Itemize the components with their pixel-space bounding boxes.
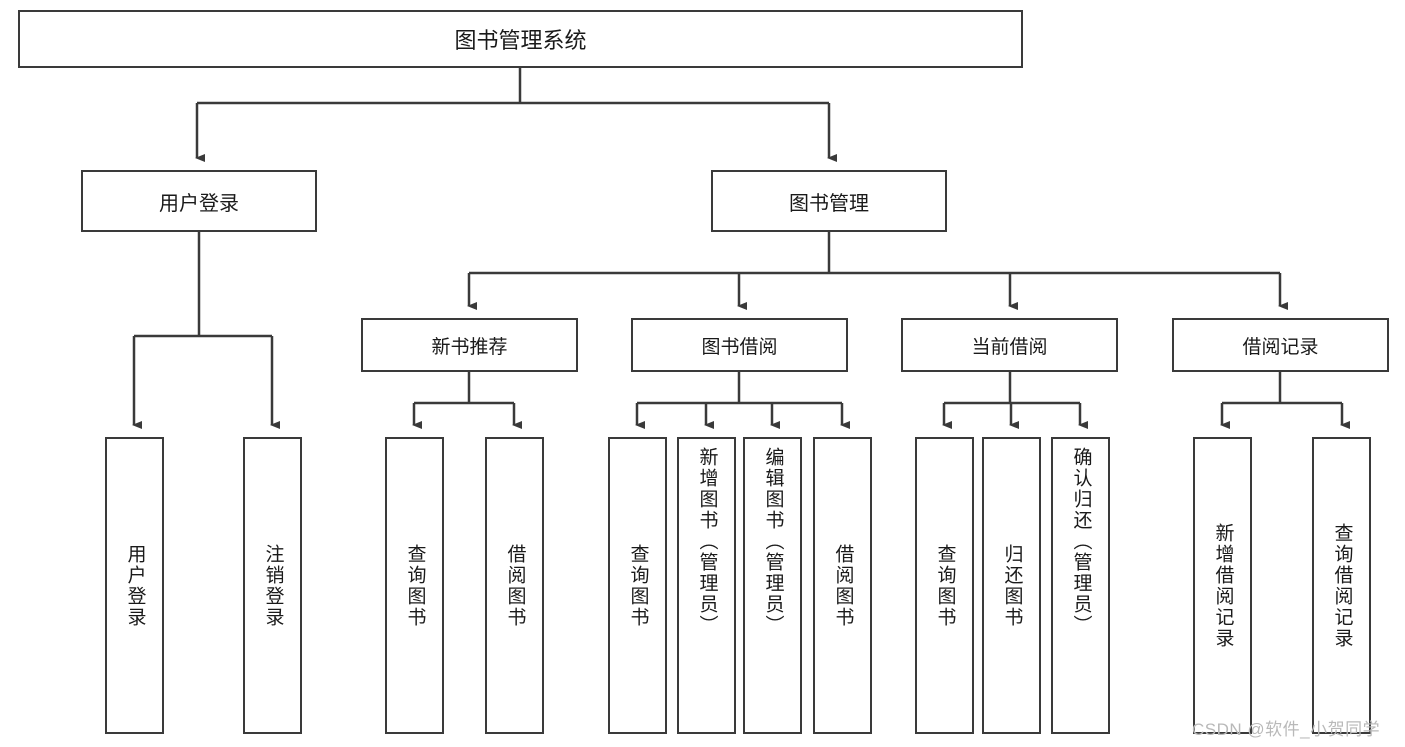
node-label: 注销登录: [262, 543, 284, 628]
node-label: 当前借阅: [971, 336, 1048, 358]
node-label: 图书管理系统: [454, 28, 587, 53]
leaf-borrow-borrow-book[interactable]: 借阅图书: [813, 437, 872, 734]
leaf-user-login-signout[interactable]: 注销登录: [243, 437, 302, 734]
node-label: 查询图书: [404, 543, 426, 628]
leaf-borrow-edit-book[interactable]: 编辑图书（管理员）: [743, 437, 802, 734]
leaf-user-login-signin[interactable]: 用户登录: [105, 437, 164, 734]
node-label: 新增图书（管理员）: [696, 447, 718, 636]
node-label: 归还图书: [1001, 543, 1023, 628]
csdn-watermark: CSDN @软件_小贺同学: [1192, 720, 1381, 739]
leaf-record-add-record[interactable]: 新增借阅记录: [1193, 437, 1252, 734]
leaf-current-query-book[interactable]: 查询图书: [915, 437, 974, 734]
node-label: 查询借阅记录: [1331, 522, 1353, 649]
node-label: 查询图书: [934, 543, 956, 628]
leaf-borrow-query-book[interactable]: 查询图书: [608, 437, 667, 734]
leaf-recommend-query-book[interactable]: 查询图书: [385, 437, 444, 734]
leaf-current-confirm-return[interactable]: 确认归还（管理员）: [1051, 437, 1110, 734]
node-label: 图书管理: [789, 192, 869, 215]
node-label: 借阅图书: [504, 543, 526, 628]
node-label: 借阅记录: [1242, 336, 1319, 358]
node-label: 图书借阅: [701, 336, 778, 358]
node-label: 用户登录: [159, 192, 239, 215]
node-label: 借阅图书: [832, 543, 854, 628]
node-new-book-recommend[interactable]: 新书推荐: [361, 318, 578, 372]
node-book-management[interactable]: 图书管理: [711, 170, 947, 232]
node-label: 新增借阅记录: [1212, 522, 1234, 649]
leaf-borrow-add-book[interactable]: 新增图书（管理员）: [677, 437, 736, 734]
leaf-record-query-record[interactable]: 查询借阅记录: [1312, 437, 1371, 734]
node-label: 确认归还（管理员）: [1070, 447, 1092, 636]
node-borrow-record[interactable]: 借阅记录: [1172, 318, 1389, 372]
node-label: 用户登录: [124, 543, 146, 628]
node-root-system[interactable]: 图书管理系统: [18, 10, 1023, 68]
node-book-borrow[interactable]: 图书借阅: [631, 318, 848, 372]
node-label: 查询图书: [627, 543, 649, 628]
node-label: 编辑图书（管理员）: [762, 447, 784, 636]
node-label: 新书推荐: [431, 336, 508, 358]
node-current-borrow[interactable]: 当前借阅: [901, 318, 1118, 372]
leaf-recommend-borrow-book[interactable]: 借阅图书: [485, 437, 544, 734]
node-user-login[interactable]: 用户登录: [81, 170, 317, 232]
leaf-current-return-book[interactable]: 归还图书: [982, 437, 1041, 734]
